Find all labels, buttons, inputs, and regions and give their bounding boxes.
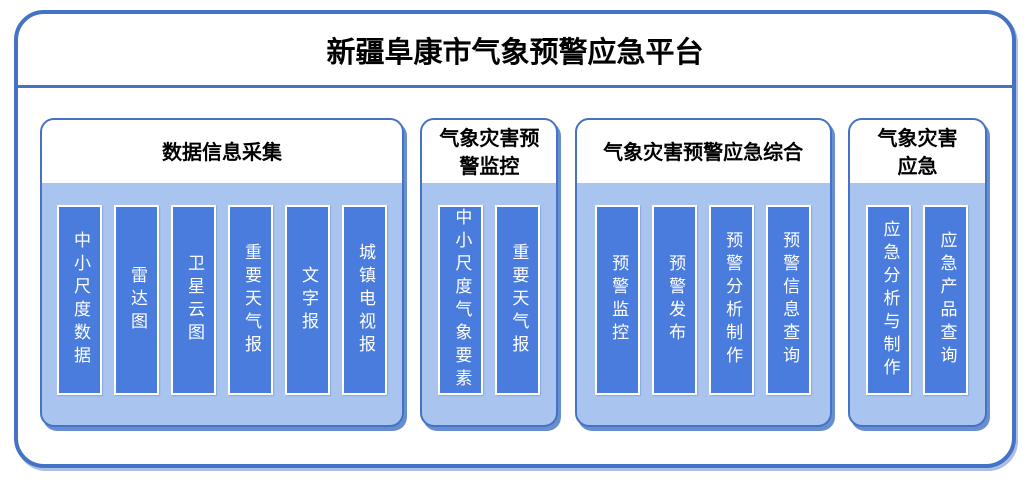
module-box: 预警信息查询 — [766, 205, 812, 395]
module-box: 城镇电视报 — [342, 205, 387, 395]
item-label: 重要天气报 — [508, 242, 529, 358]
item-label: 预警监控 — [608, 254, 629, 346]
section-body: 中小尺度气象要素 重要天气报 — [422, 183, 556, 425]
module-box: 预警分析制作 — [709, 205, 755, 395]
section-title: 数据信息采集 — [162, 139, 282, 164]
sections: 数据信息采集 中小尺度数据 雷达图 卫星云图 重要天气报 文字报 城镇电视报 气… — [18, 88, 1012, 427]
section-card-2: 气象灾害预警监控 中小尺度气象要素 重要天气报 — [420, 118, 559, 427]
item-label: 预警分析制作 — [722, 231, 743, 369]
section-card-4: 气象灾害应急 应急分析与制作 应急产品查询 — [847, 118, 987, 427]
module-box: 应急分析与制作 — [866, 205, 912, 395]
module-box: 文字报 — [285, 205, 330, 395]
item-label: 预警发布 — [665, 254, 686, 346]
section-title: 气象灾害预警应急综合 — [603, 139, 804, 164]
module-box: 重要天气报 — [228, 205, 273, 395]
item-label: 中小尺度气象要素 — [451, 208, 472, 392]
section-card-1: 数据信息采集 中小尺度数据 雷达图 卫星云图 重要天气报 文字报 城镇电视报 — [40, 118, 404, 427]
item-label: 预警信息查询 — [779, 231, 800, 369]
item-label: 雷达图 — [127, 265, 147, 335]
item-label: 应急分析与制作 — [879, 219, 900, 381]
section-body: 应急分析与制作 应急产品查询 — [850, 183, 985, 425]
item-label: 重要天气报 — [241, 242, 261, 358]
platform-title: 新疆阜康市气象预警应急平台 — [326, 34, 704, 69]
item-label: 卫星云图 — [184, 254, 204, 346]
module-box: 卫星云图 — [171, 205, 216, 395]
section-title: 气象灾害预警监控 — [439, 125, 540, 178]
platform-frame: 新疆阜康市气象预警应急平台 数据信息采集 中小尺度数据 雷达图 卫星云图 重要天… — [14, 10, 1016, 468]
item-label: 应急产品查询 — [936, 231, 957, 369]
item-label: 中小尺度数据 — [70, 231, 90, 369]
item-label: 城镇电视报 — [355, 242, 375, 358]
section-header: 数据信息采集 — [42, 120, 402, 183]
item-label: 文字报 — [298, 265, 318, 335]
section-body: 预警监控 预警发布 预警分析制作 预警信息查询 — [577, 183, 830, 425]
section-body: 中小尺度数据 雷达图 卫星云图 重要天气报 文字报 城镇电视报 — [42, 183, 402, 425]
module-box: 中小尺度数据 — [57, 205, 102, 395]
module-box: 重要天气报 — [495, 205, 541, 395]
module-box: 雷达图 — [114, 205, 159, 395]
section-title: 气象灾害应急 — [877, 125, 958, 178]
module-box: 中小尺度气象要素 — [438, 205, 484, 395]
section-card-3: 气象灾害预警应急综合 预警监控 预警发布 预警分析制作 预警信息查询 — [574, 118, 832, 427]
module-box: 预警监控 — [595, 205, 641, 395]
section-header: 气象灾害应急 — [849, 120, 985, 183]
section-header: 气象灾害预警监控 — [422, 120, 557, 183]
module-box: 应急产品查询 — [923, 205, 969, 395]
module-box: 预警发布 — [652, 205, 698, 395]
section-header: 气象灾害预警应急综合 — [576, 120, 830, 183]
platform-title-bar: 新疆阜康市气象预警应急平台 — [18, 14, 1012, 88]
